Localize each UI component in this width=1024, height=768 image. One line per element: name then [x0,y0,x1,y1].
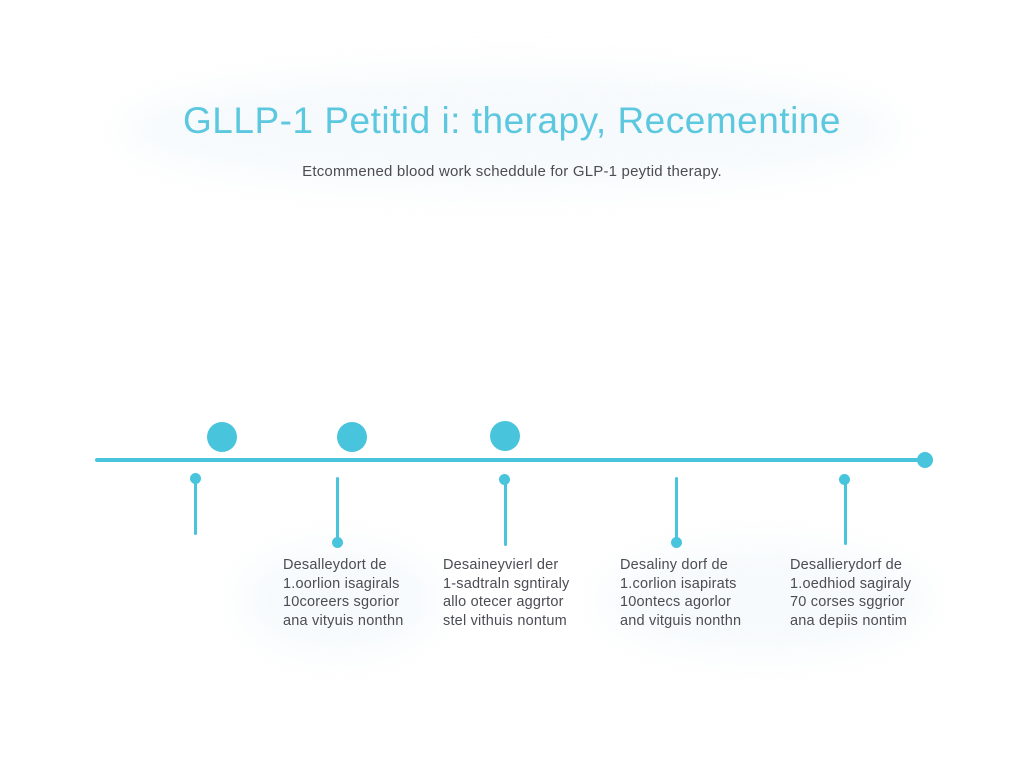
timeline-end-dot [917,452,933,468]
timeline-entry: Desalleydort de 1.oorlion isagirals 10co… [283,556,433,630]
page-title: GLLP-1 Petitid i: therapy, Recementine [183,100,841,141]
entry-line: and vitguis nonthn [620,612,742,629]
entry-line: ana vityuis nonthn [283,612,404,629]
entry-line: Desaliny dorf de [620,557,728,573]
milestone-circle [207,422,237,452]
entry-line: stel vithuis nontum [443,612,567,629]
entry-line: 1.oedhiod sagiraly [790,575,912,592]
entry-line: 70 corses sggrior [790,594,905,610]
entry-line: 10ontecs agorlor [620,594,732,610]
entry-line: 1.corlion isapirats [620,575,737,592]
milestone-circle [337,422,367,452]
timeline-entry: Desallierydorf de 1.oedhiod sagiraly 70 … [790,556,940,630]
entry-line: Desaineyvierl der [443,557,559,573]
page-subtitle: Etcommened blood work scheddule for GLP-… [302,163,722,180]
entry-line: 1-sadtraln sgntiraly [443,575,570,592]
milestone-circle [490,421,520,451]
timeline-entry: Desaineyvierl der 1-sadtraln sgntiraly a… [443,556,593,630]
timeline-axis-line [95,458,923,462]
timeline-entry: Desaliny dorf de 1.corlion isapirats 10o… [620,556,770,630]
entry-line: ana depiis nontim [790,612,908,629]
entry-line: Desallierydorf de [790,557,903,573]
entry-line: Desalleydort de [283,557,387,573]
entry-line: 1.oorlion isagirals [283,575,400,592]
entry-line: 10coreers sgorior [283,594,400,610]
entry-line: allo otecer aggrtor [443,594,564,610]
